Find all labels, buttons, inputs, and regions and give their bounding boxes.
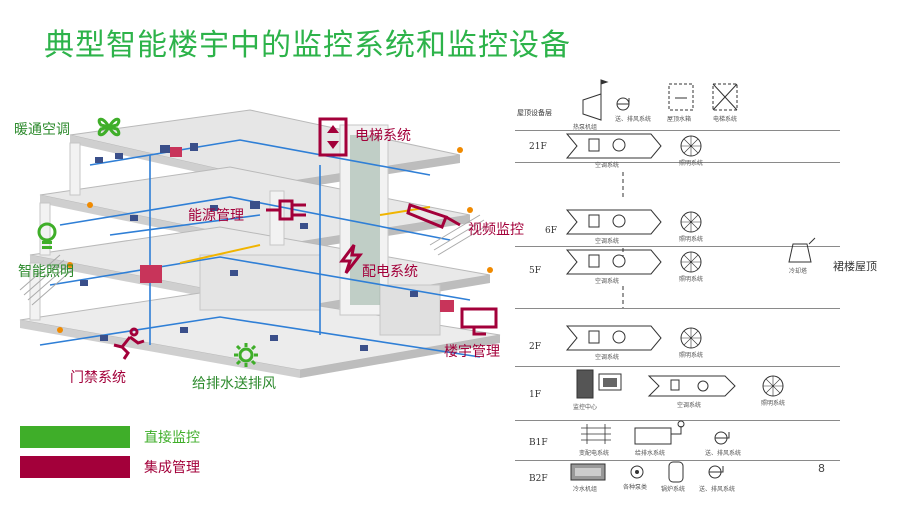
boiler-icon	[668, 461, 684, 483]
legend-label-direct: 直接监控	[144, 430, 200, 446]
display-panels	[140, 147, 454, 312]
table-drawing	[565, 79, 816, 483]
lighting-icon-5f	[680, 251, 702, 273]
page-number: 8	[818, 462, 825, 475]
label-power: 配电系统	[362, 264, 418, 280]
monitor-icon	[460, 307, 498, 341]
caption-control-center: 监控中心	[573, 404, 598, 411]
pump-icon	[630, 465, 644, 479]
caption-lighting-5f: 照明系统	[679, 276, 704, 283]
caption-podium-roof: 裙楼屋顶	[833, 260, 877, 273]
label-lighting: 智能照明	[18, 264, 74, 280]
caption-exhaust-b2: 送、排风系统	[699, 486, 736, 493]
control-center-icon	[576, 369, 622, 399]
caption-elevator: 电梯系统	[713, 116, 738, 123]
legend-swatch-direct	[20, 426, 130, 448]
caption-ac-6f: 空调系统	[595, 238, 620, 245]
heat-pump-icon	[582, 79, 609, 121]
cooling-tower-icon	[788, 237, 816, 263]
floor-slab-ground	[19, 289, 501, 378]
staircases	[19, 214, 489, 306]
caption-water-supply: 给排水系统	[635, 450, 666, 457]
floor-label-5f: 5F	[529, 266, 541, 276]
legend-direct: 直接监控	[20, 426, 200, 448]
building-drawing	[19, 109, 501, 378]
page-title: 典型智能楼宇中的监控系统和监控设备	[44, 28, 571, 63]
lighting-icon-21f	[680, 135, 702, 157]
caption-ac-1f: 空调系统	[677, 402, 702, 409]
caption-chiller: 冷水机组	[573, 486, 598, 493]
exhaust-fan-icon-b1	[714, 431, 730, 445]
floor-label-1f: 1F	[529, 390, 541, 400]
gear-icon	[226, 341, 266, 373]
fan-icon	[92, 113, 126, 145]
camera-icon	[406, 199, 462, 235]
caption-lighting-2f: 照明系统	[679, 352, 704, 359]
floor-label-b2f: B2F	[529, 474, 548, 484]
substation-icon	[581, 424, 611, 444]
caption-ac-2f: 空调系统	[595, 354, 620, 361]
label-bms: 楼宇管理	[444, 344, 500, 360]
energy-plug-icon	[262, 195, 316, 229]
lightning-icon	[336, 243, 366, 279]
legend-swatch-integrated	[20, 456, 130, 478]
lighting-icon-6f	[680, 211, 702, 233]
caption-heat-pump: 热泵机组	[573, 124, 598, 131]
ac-unit-icon-21f	[565, 133, 662, 159]
caption-boiler: 锅炉系统	[661, 486, 686, 493]
label-hvac: 暖通空调	[14, 122, 70, 138]
caption-roof-tank: 屋顶水箱	[667, 116, 692, 123]
ac-unit-icon-5f	[565, 249, 662, 275]
ac-unit-icon-1f	[647, 375, 736, 397]
chiller-icon	[570, 463, 606, 481]
caption-cooling-tower: 冷却塔	[789, 268, 808, 275]
floor-label-2f: 2F	[529, 342, 541, 352]
label-water: 给排水送排风	[192, 376, 276, 392]
floor-system-table: 屋顶设备层 21F 6F 5F 2F 1F B1F B2F 热泵机组 送、排风系…	[515, 76, 877, 494]
exhaust-fan-icon-b2	[708, 465, 724, 479]
caption-pumps: 各种泵类	[623, 484, 648, 491]
ac-unit-icon-2f	[565, 325, 662, 351]
roof-tank-icon	[668, 83, 694, 111]
sensors	[57, 147, 493, 333]
caption-ac-5f: 空调系统	[595, 278, 620, 285]
lighting-icon-1f	[762, 375, 784, 397]
floor-label-b1f: B1F	[529, 438, 548, 448]
floor-label-roof: 屋顶设备层	[517, 109, 552, 117]
caption-lighting-21f: 照明系统	[679, 160, 704, 167]
elevator-box-icon	[712, 83, 738, 111]
caption-lighting-1f: 照明系统	[761, 400, 786, 407]
label-elevator: 电梯系统	[355, 128, 411, 144]
caption-substation: 变配电系统	[579, 450, 610, 457]
ac-unit-icon-6f	[565, 209, 662, 235]
label-video: 视频监控	[468, 222, 524, 238]
lightbulb-icon	[36, 221, 58, 259]
caption-exhaust: 送、排风系统	[615, 116, 652, 123]
floor-label-6f: 6F	[545, 226, 557, 236]
floor-label-21f: 21F	[529, 142, 547, 152]
label-access: 门禁系统	[70, 370, 126, 386]
caption-exhaust-b1: 送、排风系统	[705, 450, 742, 457]
running-person-icon	[106, 327, 146, 365]
caption-ac-21f: 空调系统	[595, 162, 620, 169]
legend-label-integrated: 集成管理	[144, 460, 200, 476]
label-energy: 能源管理	[188, 208, 244, 224]
water-supply-icon	[634, 420, 685, 445]
legend-integrated: 集成管理	[20, 456, 200, 478]
lighting-icon-2f	[680, 327, 702, 349]
elevator-icon	[318, 117, 348, 161]
building-illustration: 暖通空调 智能照明 能源管理 电梯系统 视频监控 配电系统 门禁系统 给排水送排…	[0, 95, 524, 425]
exhaust-fan-icon	[616, 97, 630, 111]
caption-lighting-6f: 照明系统	[679, 236, 704, 243]
